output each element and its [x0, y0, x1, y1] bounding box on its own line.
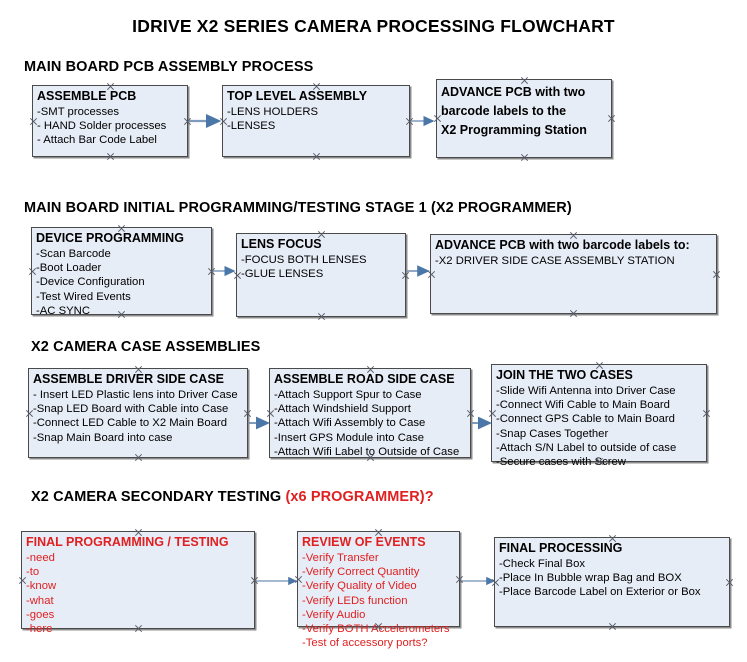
node-line: -Secure cases with Screw: [496, 456, 626, 469]
node-line: -Verify BOTH Accelerometers: [302, 623, 450, 636]
node-line: -Verify Quality of Video: [302, 580, 417, 593]
node-title: JOIN THE TWO CASES: [496, 368, 633, 382]
connection-handle-bottom: [312, 152, 321, 161]
node-line: -LENSES: [227, 120, 276, 133]
node-title: ADVANCE PCB with two: [441, 85, 586, 99]
node-line: -SMT processes: [37, 106, 120, 118]
section-heading-text: MAIN BOARD INITIAL PROGRAMMING/TESTING S…: [24, 200, 572, 216]
node-line: - Insert LED Plastic lens into Driver Ca…: [33, 389, 238, 401]
section-heading-main-board-pcb-assembly-process: MAIN BOARD PCB ASSEMBLY PROCESS: [24, 59, 313, 75]
node-line: -Snap Main Board into case: [33, 431, 173, 444]
connection-handle-bottom: [608, 622, 617, 631]
node-assemble-driver-side-case[interactable]: ASSEMBLE DRIVER SIDE CASE - Insert LED P…: [28, 368, 248, 458]
node-line: -Verify Audio: [302, 608, 366, 621]
node-lens-focus[interactable]: LENS FOCUS -FOCUS BOTH LENSES -GLUE LENS…: [236, 233, 406, 317]
node-advance-pcb-x2-programming-station[interactable]: ADVANCE PCB with two barcode labels to t…: [436, 79, 612, 158]
node-line: -Verify Transfer: [302, 552, 379, 564]
node-line: -AC SYNC: [36, 304, 90, 317]
node-assemble-road-side-case[interactable]: ASSEMBLE ROAD SIDE CASE -Attach Support …: [269, 368, 471, 458]
connection-handle-bottom: [520, 153, 529, 162]
node-line: -Connect Wifi Cable to Main Board: [496, 399, 670, 412]
section-heading-main-board-initial-programming: MAIN BOARD INITIAL PROGRAMMING/TESTING S…: [24, 200, 572, 216]
node-title: ASSEMBLE ROAD SIDE CASE: [274, 372, 455, 386]
node-line-overflow: -Test of accessory ports?: [302, 637, 428, 650]
node-title-line3: X2 Programming Station: [441, 123, 587, 137]
node-line: -Attach Wifi Label to Outside of Case: [274, 445, 460, 458]
node-line: - Attach Bar Code Label: [37, 134, 157, 147]
node-title: REVIEW OF EVENTS: [302, 535, 426, 549]
node-title: FINAL PROCESSING: [499, 541, 623, 555]
node-advance-pcb-driver-side-case[interactable]: ADVANCE PCB with two barcode labels to: …: [430, 234, 717, 314]
node-top-level-assembly[interactable]: TOP LEVEL ASSEMBLY -LENS HOLDERS -LENSES: [222, 85, 410, 157]
connection-handle-left: [427, 270, 436, 279]
node-line: -Device Configuration: [36, 276, 145, 289]
connection-handle-bottom: [569, 309, 578, 318]
node-line: -goes: [26, 608, 55, 621]
page-title: IDRIVE X2 SERIES CAMERA PROCESSING FLOWC…: [132, 16, 615, 36]
node-join-the-two-cases[interactable]: JOIN THE TWO CASES -Slide Wifi Antenna i…: [491, 364, 707, 468]
node-line: -Place Barcode Label on Exterior or Box: [499, 586, 701, 599]
node-line: -Boot Loader: [36, 262, 102, 275]
node-line: -Snap LED Board with Cable into Case: [33, 403, 229, 416]
node-line: -Place In Bubble wrap Bag and BOX: [499, 572, 682, 585]
node-line: -to: [26, 566, 40, 579]
node-title: ASSEMBLE PCB: [37, 89, 137, 103]
node-title: DEVICE PROGRAMMING: [36, 231, 184, 245]
node-line: -Attach Wifi Assembly to Case: [274, 417, 426, 430]
node-final-programming-testing[interactable]: FINAL PROGRAMMING / TESTING -need -to -k…: [21, 531, 255, 635]
node-line: -Verify Correct Quantity: [302, 566, 420, 579]
node-line: -Verify LEDs function: [302, 594, 408, 607]
node-line: -what: [26, 594, 54, 607]
node-line: -LENS HOLDERS: [227, 106, 319, 118]
node-line: -Test Wired Events: [36, 290, 131, 303]
node-title: LENS FOCUS: [241, 237, 322, 251]
section-heading-text: MAIN BOARD PCB ASSEMBLY PROCESS: [24, 59, 314, 75]
node-device-programming[interactable]: DEVICE PROGRAMMING -Scan Barcode -Boot L…: [31, 227, 212, 317]
node-line: -need: [26, 552, 55, 564]
node-line: -GLUE LENSES: [241, 268, 324, 281]
section-heading-x2-camera-case-assemblies: X2 CAMERA CASE ASSEMBLIES: [31, 339, 260, 355]
node-line: -Check Final Box: [499, 558, 586, 570]
section-heading-text: X2 CAMERA CASE ASSEMBLIES: [31, 339, 261, 355]
section-heading-x2-camera-secondary-testing: X2 CAMERA SECONDARY TESTING (x6 PROGRAMM…: [31, 489, 434, 505]
node-line: -Slide Wifi Antenna into Driver Case: [496, 385, 676, 397]
node-line: -Attach Support Spur to Case: [274, 389, 422, 401]
node-final-processing[interactable]: FINAL PROCESSING -Check Final Box -Place…: [494, 537, 730, 627]
node-line: -X2 DRIVER SIDE CASE ASSEMBLY STATION: [435, 255, 675, 267]
node-line: - HAND Solder processes: [37, 120, 167, 133]
node-line: -Snap Cases Together: [496, 427, 609, 440]
node-line: -Scan Barcode: [36, 248, 111, 260]
node-title: TOP LEVEL ASSEMBLY: [227, 89, 368, 103]
node-line: -here: [26, 623, 53, 636]
node-line: -Connect LED Cable to X2 Main Board: [33, 417, 228, 430]
node-title-line2: barcode labels to the: [441, 104, 567, 118]
section-heading-accent: (x6 PROGRAMMER)?: [285, 489, 434, 505]
connection-handle-bottom: [134, 453, 143, 462]
node-line: -FOCUS BOTH LENSES: [241, 254, 367, 266]
node-line: -Attach S/N Label to outside of case: [496, 441, 677, 454]
node-line: -know: [26, 580, 57, 593]
section-heading-text: X2 CAMERA SECONDARY TESTING: [31, 489, 286, 505]
connection-handle-bottom: [106, 152, 115, 161]
node-title: ADVANCE PCB with two barcode labels to:: [435, 238, 690, 252]
node-review-of-events[interactable]: REVIEW OF EVENTS -Verify Transfer -Verif…: [297, 531, 460, 649]
node-line: -Connect GPS Cable to Main Board: [496, 413, 675, 426]
node-title: FINAL PROGRAMMING / TESTING: [26, 535, 229, 549]
connection-handle-right: [712, 270, 721, 279]
node-assemble-pcb[interactable]: ASSEMBLE PCB -SMT processes - HAND Solde…: [32, 85, 188, 157]
node-title: ASSEMBLE DRIVER SIDE CASE: [33, 372, 225, 386]
node-line: -Attach Windshield Support: [274, 403, 411, 416]
node-line: -Insert GPS Module into Case: [274, 431, 425, 444]
connection-handle-bottom: [317, 312, 326, 321]
